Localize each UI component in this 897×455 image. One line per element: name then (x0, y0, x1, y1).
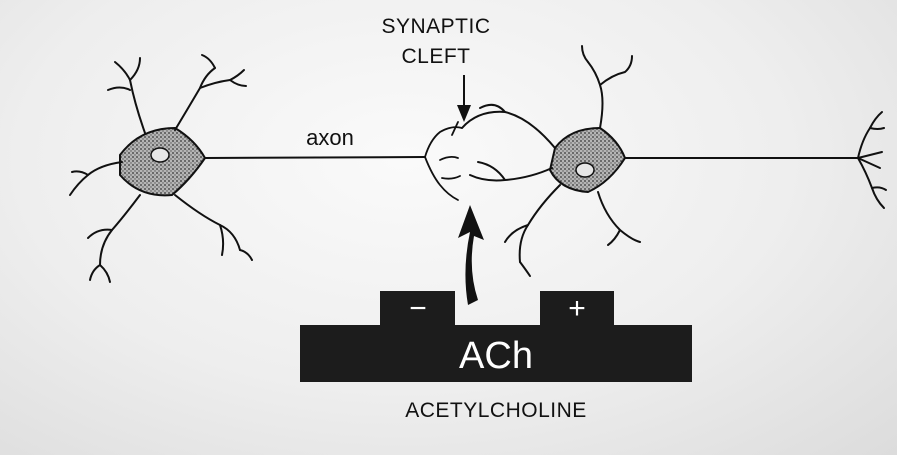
cleft-pointer-arrow (457, 75, 471, 122)
left-axon (205, 157, 425, 158)
ach-block: − + ACh (300, 291, 692, 382)
right-neuron-soma (550, 128, 625, 192)
synaptic-cleft-label-line1: SYNAPTIC (381, 15, 490, 38)
axon-label: axon (306, 125, 354, 150)
plus-sign: + (568, 292, 586, 325)
synaptic-cleft-label-line2: CLEFT (401, 45, 470, 68)
minus-sign: − (409, 292, 427, 325)
right-neuron (462, 46, 886, 276)
ach-label: ACh (459, 335, 533, 377)
axon-terminal (425, 122, 462, 200)
left-neuron (70, 55, 425, 282)
acetylcholine-label: ACETYLCHOLINE (405, 399, 587, 422)
right-neuron-nucleus (576, 163, 594, 177)
left-neuron-nucleus (151, 148, 169, 162)
ach-release-arrow (458, 205, 484, 305)
